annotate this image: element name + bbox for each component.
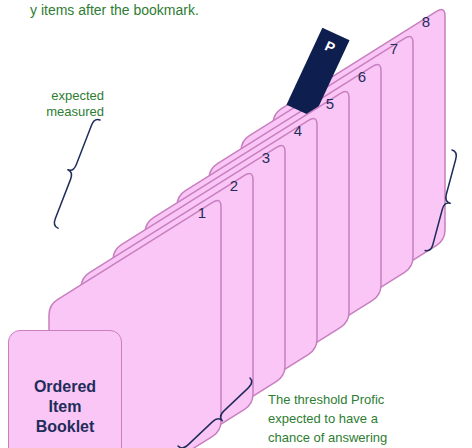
card-number: 3 — [254, 149, 278, 166]
curly-bracket — [47, 116, 100, 228]
card-number: 4 — [286, 122, 310, 139]
card-shape — [273, 9, 445, 344]
card-number: 1 — [190, 204, 214, 221]
card-number: 6 — [350, 68, 374, 85]
note-text: The threshold Profic expected to have a … — [268, 390, 402, 447]
booklet-title: Ordered Item Booklet — [23, 377, 107, 437]
card-shape — [177, 91, 349, 426]
card-number: 7 — [382, 40, 406, 57]
note-text: expected measured — [40, 88, 104, 120]
card-shape — [241, 37, 413, 372]
card-number: 2 — [222, 177, 246, 194]
card-number: 5 — [318, 95, 342, 112]
note-text: y items after the bookmark. — [30, 1, 199, 19]
card-shape — [209, 64, 381, 399]
card-number: 8 — [414, 13, 438, 30]
booklet-cover: Ordered Item Booklet — [8, 330, 122, 448]
bookmark-letter: P — [313, 33, 347, 60]
